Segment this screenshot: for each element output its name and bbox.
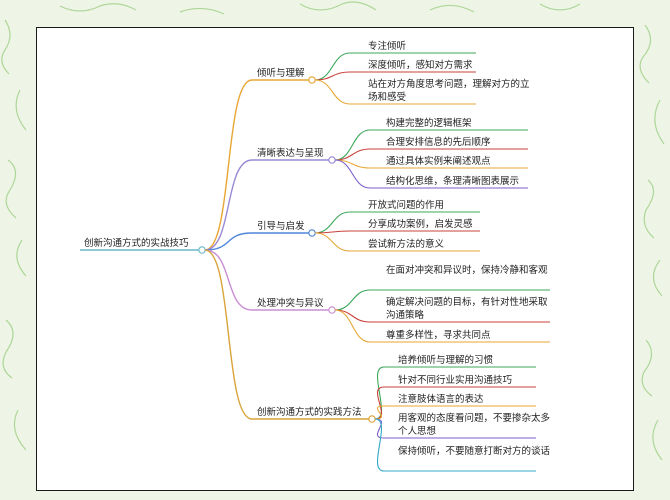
leaf-connector-2-2 — [314, 232, 480, 252]
mind-map-card — [36, 27, 634, 491]
branch-node-dot-0 — [308, 76, 316, 84]
leaf-0-1: 深度倾听，感知对方需求 — [368, 60, 473, 71]
branch-node-dot-3 — [328, 306, 336, 314]
leaf-connector-4-3 — [374, 418, 536, 439]
leaf-1-2: 通过具体实例来阐述观点 — [386, 156, 491, 167]
leaf-connector-1-1 — [334, 148, 528, 161]
leaf-3-0: 在面对冲突和异议时，保持冷静和客观 — [386, 265, 548, 276]
branch-connector-4 — [204, 249, 372, 420]
leaf-3-2: 尊重多样性，寻求共同点 — [386, 330, 491, 341]
branch-label-practice: 创新沟通方式的实践方法 — [257, 407, 362, 418]
root-label: 创新沟通方式的实战技巧 — [84, 238, 189, 249]
branch-label-listening: 倾听与理解 — [257, 68, 305, 79]
leaf-connector-4-1 — [374, 386, 536, 420]
branch-label-expression: 清晰表达与呈现 — [257, 148, 324, 159]
branch-node-dot-1 — [328, 156, 336, 164]
leaf-4-2: 注意肢体语言的表达 — [398, 394, 484, 405]
leaf-4-3: 用客观的态度看问题，不要掺杂太多个人思想 — [398, 413, 551, 437]
leaf-connector-1-3 — [334, 159, 528, 189]
leaf-connector-0-0 — [314, 52, 476, 81]
leaf-connector-2-1 — [314, 230, 480, 234]
branch-label-guidance: 引导与启发 — [257, 221, 305, 232]
branch-label-conflict: 处理冲突与异议 — [257, 298, 324, 309]
leaf-connector-3-0 — [334, 289, 550, 311]
leaf-connector-4-4 — [374, 418, 536, 472]
leaf-connector-0-1 — [314, 71, 476, 81]
leaf-4-1: 针对不同行业实用沟通技巧 — [398, 375, 513, 386]
leaf-connector-4-2 — [374, 405, 536, 420]
root-node-dot — [198, 246, 206, 254]
branch-connector-1 — [204, 159, 332, 251]
branch-connector-2 — [204, 232, 312, 251]
leaf-2-2: 尝试新方法的意义 — [368, 239, 445, 250]
leaf-1-0: 构建完整的逻辑框架 — [386, 118, 472, 129]
leaf-connector-1-0 — [334, 129, 528, 161]
leaf-connector-3-2 — [334, 309, 550, 343]
branch-node-dot-4 — [368, 415, 376, 423]
leaf-1-3: 结构化思维，条理清晰图表展示 — [386, 176, 520, 187]
branch-node-dot-2 — [308, 229, 316, 237]
leaf-2-1: 分享成功案例，启发灵感 — [368, 219, 473, 230]
leaf-2-0: 开放式问题的作用 — [368, 200, 445, 211]
branch-connector-3 — [204, 249, 332, 311]
leaf-0-2: 站在对方角度思考问题，理解对方的立场和感受 — [368, 79, 530, 103]
branch-connector-0 — [204, 79, 312, 251]
leaf-1-1: 合理安排信息的先后顺序 — [386, 137, 491, 148]
leaf-4-0: 培养倾听与理解的习惯 — [398, 355, 494, 366]
leaf-4-4: 保持倾听，不要随意打断对方的谈话 — [398, 446, 551, 457]
leaf-connector-2-0 — [314, 211, 480, 234]
leaf-3-1: 确定解决问题的目标，有针对性地采取沟通策略 — [386, 297, 548, 321]
leaf-0-0: 专注倾听 — [368, 41, 407, 52]
leaf-connector-0-2 — [314, 79, 476, 105]
